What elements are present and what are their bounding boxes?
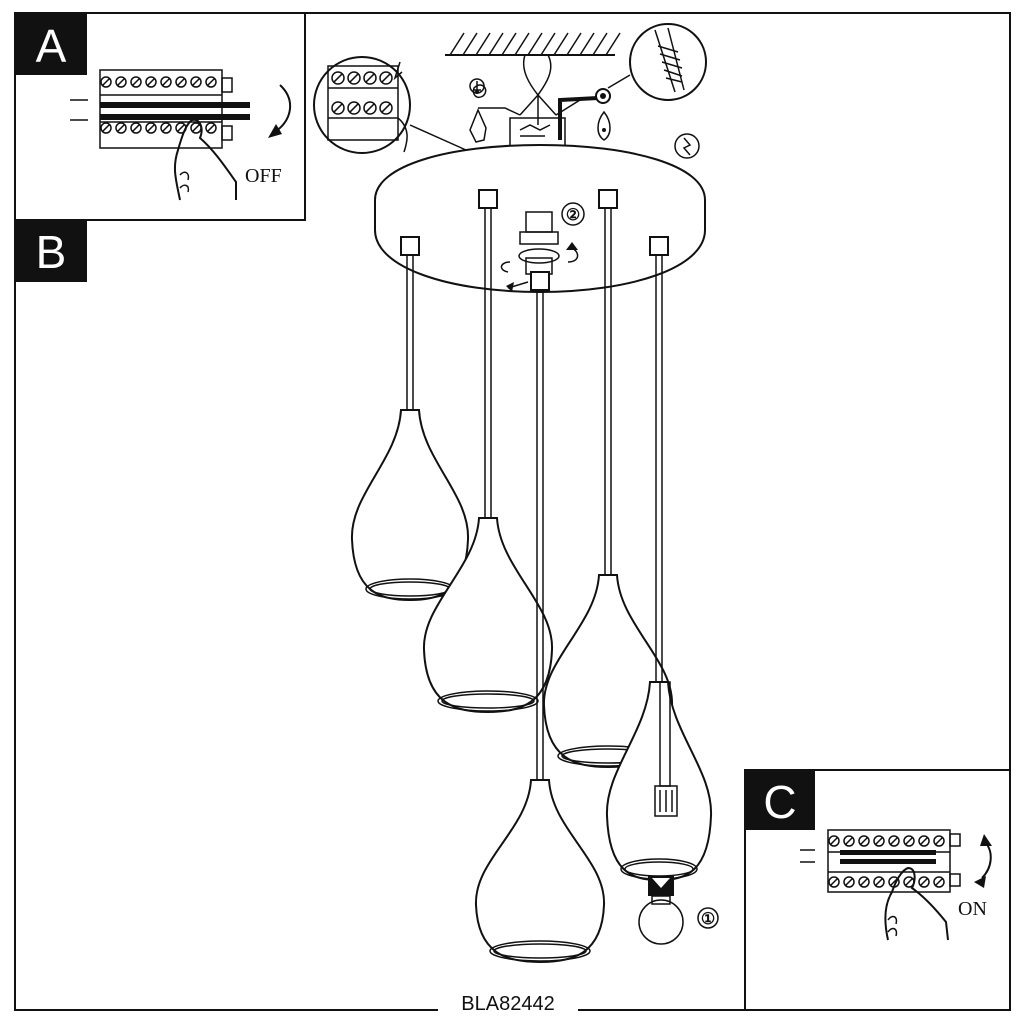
panel-b: B <box>15 220 87 282</box>
step-c-badge <box>745 770 815 830</box>
bulb-step-marker: ① <box>697 907 719 929</box>
light-bulb <box>638 876 684 945</box>
panel-a-frame <box>14 12 306 221</box>
canopy <box>374 143 706 294</box>
panel-c: C ON <box>744 769 1011 1011</box>
wiring-zoom-left <box>313 56 467 154</box>
off-arrow <box>274 84 291 133</box>
step-b-badge <box>15 220 87 282</box>
turn-step-marker: ② <box>561 202 585 226</box>
step-b-letter: B <box>36 226 67 278</box>
step-a-badge <box>15 13 87 75</box>
product-code: BLA82442 <box>461 993 554 1015</box>
hand-a <box>173 118 237 201</box>
earth-clip-icon <box>595 88 611 141</box>
panel-a: A OFF <box>14 12 306 221</box>
supply-cable <box>523 54 539 96</box>
step-a-letter: A <box>36 20 67 72</box>
svg-text:②: ② <box>566 207 580 224</box>
panel-c-frame <box>744 769 1011 1011</box>
cable-zoom-right <box>607 23 707 101</box>
ceiling <box>445 32 621 56</box>
product-code-gap <box>438 998 578 1022</box>
pendant-5 <box>605 236 713 882</box>
on-arrow <box>981 841 992 879</box>
pendant-socket <box>654 681 678 817</box>
svg-text:①: ① <box>701 911 715 928</box>
pendant-3 <box>474 271 606 964</box>
pendant-4 <box>542 189 674 769</box>
canopy-terminal <box>509 117 566 145</box>
step-c-letter: C <box>763 776 796 828</box>
terminal-block-c <box>800 829 961 893</box>
pendant-2 <box>422 189 554 714</box>
live-marker <box>674 133 700 159</box>
hand-c <box>884 866 949 941</box>
ground-marker <box>469 78 485 94</box>
pendant-1 <box>350 236 470 602</box>
off-label: OFF <box>245 165 282 187</box>
on-label: ON <box>958 898 987 920</box>
terminal-block-a <box>70 69 250 149</box>
center-socket <box>500 211 579 292</box>
